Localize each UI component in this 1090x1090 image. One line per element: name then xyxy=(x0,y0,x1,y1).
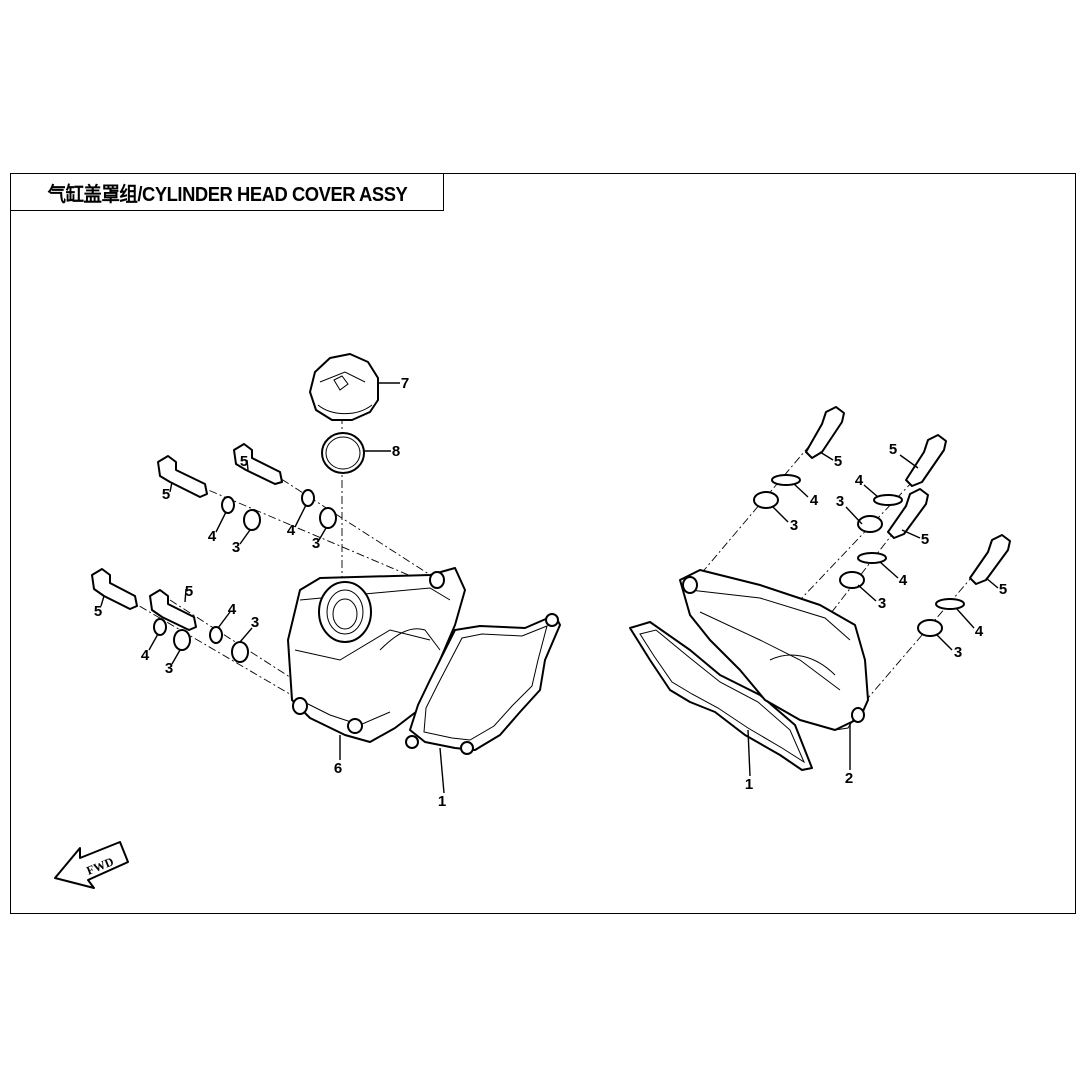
callout-c4g: 4 xyxy=(899,572,908,589)
callout-c3e: 3 xyxy=(790,517,798,534)
cylinder-head-cover-right xyxy=(679,569,869,731)
gasket-right xyxy=(629,621,813,771)
callout-c4h: 4 xyxy=(975,623,984,640)
callout-c1a: 1 xyxy=(438,793,446,810)
washers-grommets-right xyxy=(753,474,965,637)
callout-c5f: 5 xyxy=(889,441,897,458)
callout-c3c: 3 xyxy=(251,614,259,631)
callout-c3h: 3 xyxy=(954,644,962,661)
bolts-left xyxy=(91,443,283,631)
diagram-frame xyxy=(10,173,1076,914)
diagram-title: 气缸盖罩组/CYLINDER HEAD COVER ASSY xyxy=(47,183,407,206)
callout-c4e: 4 xyxy=(810,492,819,509)
callout-c5b: 5 xyxy=(240,453,248,470)
callout-c3g: 3 xyxy=(878,595,886,612)
callout-c6: 6 xyxy=(334,760,342,777)
callout-c3a: 3 xyxy=(232,539,240,556)
callout-c4a: 4 xyxy=(208,528,217,545)
oil-filler-cap xyxy=(309,353,379,421)
callout-c5a: 5 xyxy=(162,486,170,503)
callout-c1b: 1 xyxy=(745,776,753,793)
callout-c3d: 3 xyxy=(165,660,173,677)
callout-c5c: 5 xyxy=(94,603,102,620)
callout-c3f: 3 xyxy=(836,493,844,510)
callout-c5g: 5 xyxy=(921,531,929,548)
callout-c5d: 5 xyxy=(185,583,193,600)
callout-c5h: 5 xyxy=(999,581,1007,598)
callout-c4d: 4 xyxy=(141,647,150,664)
washers-grommets-left xyxy=(153,489,337,663)
title-box: 气缸盖罩组/CYLINDER HEAD COVER ASSY xyxy=(10,173,444,211)
callout-c4f: 4 xyxy=(855,472,864,489)
bolts-right xyxy=(805,406,1011,585)
callout-c4b: 4 xyxy=(287,522,296,539)
callout-c5e: 5 xyxy=(834,453,842,470)
callout-c3b: 3 xyxy=(312,535,320,552)
callout-c7: 7 xyxy=(401,375,409,392)
o-ring xyxy=(321,432,365,474)
gasket-left xyxy=(405,613,561,755)
fwd-arrow-icon: FWD xyxy=(54,841,129,889)
callout-c4c: 4 xyxy=(228,601,237,618)
callout-c8: 8 xyxy=(392,443,400,460)
leader-lines xyxy=(100,382,999,794)
callout-c2: 2 xyxy=(845,770,853,787)
